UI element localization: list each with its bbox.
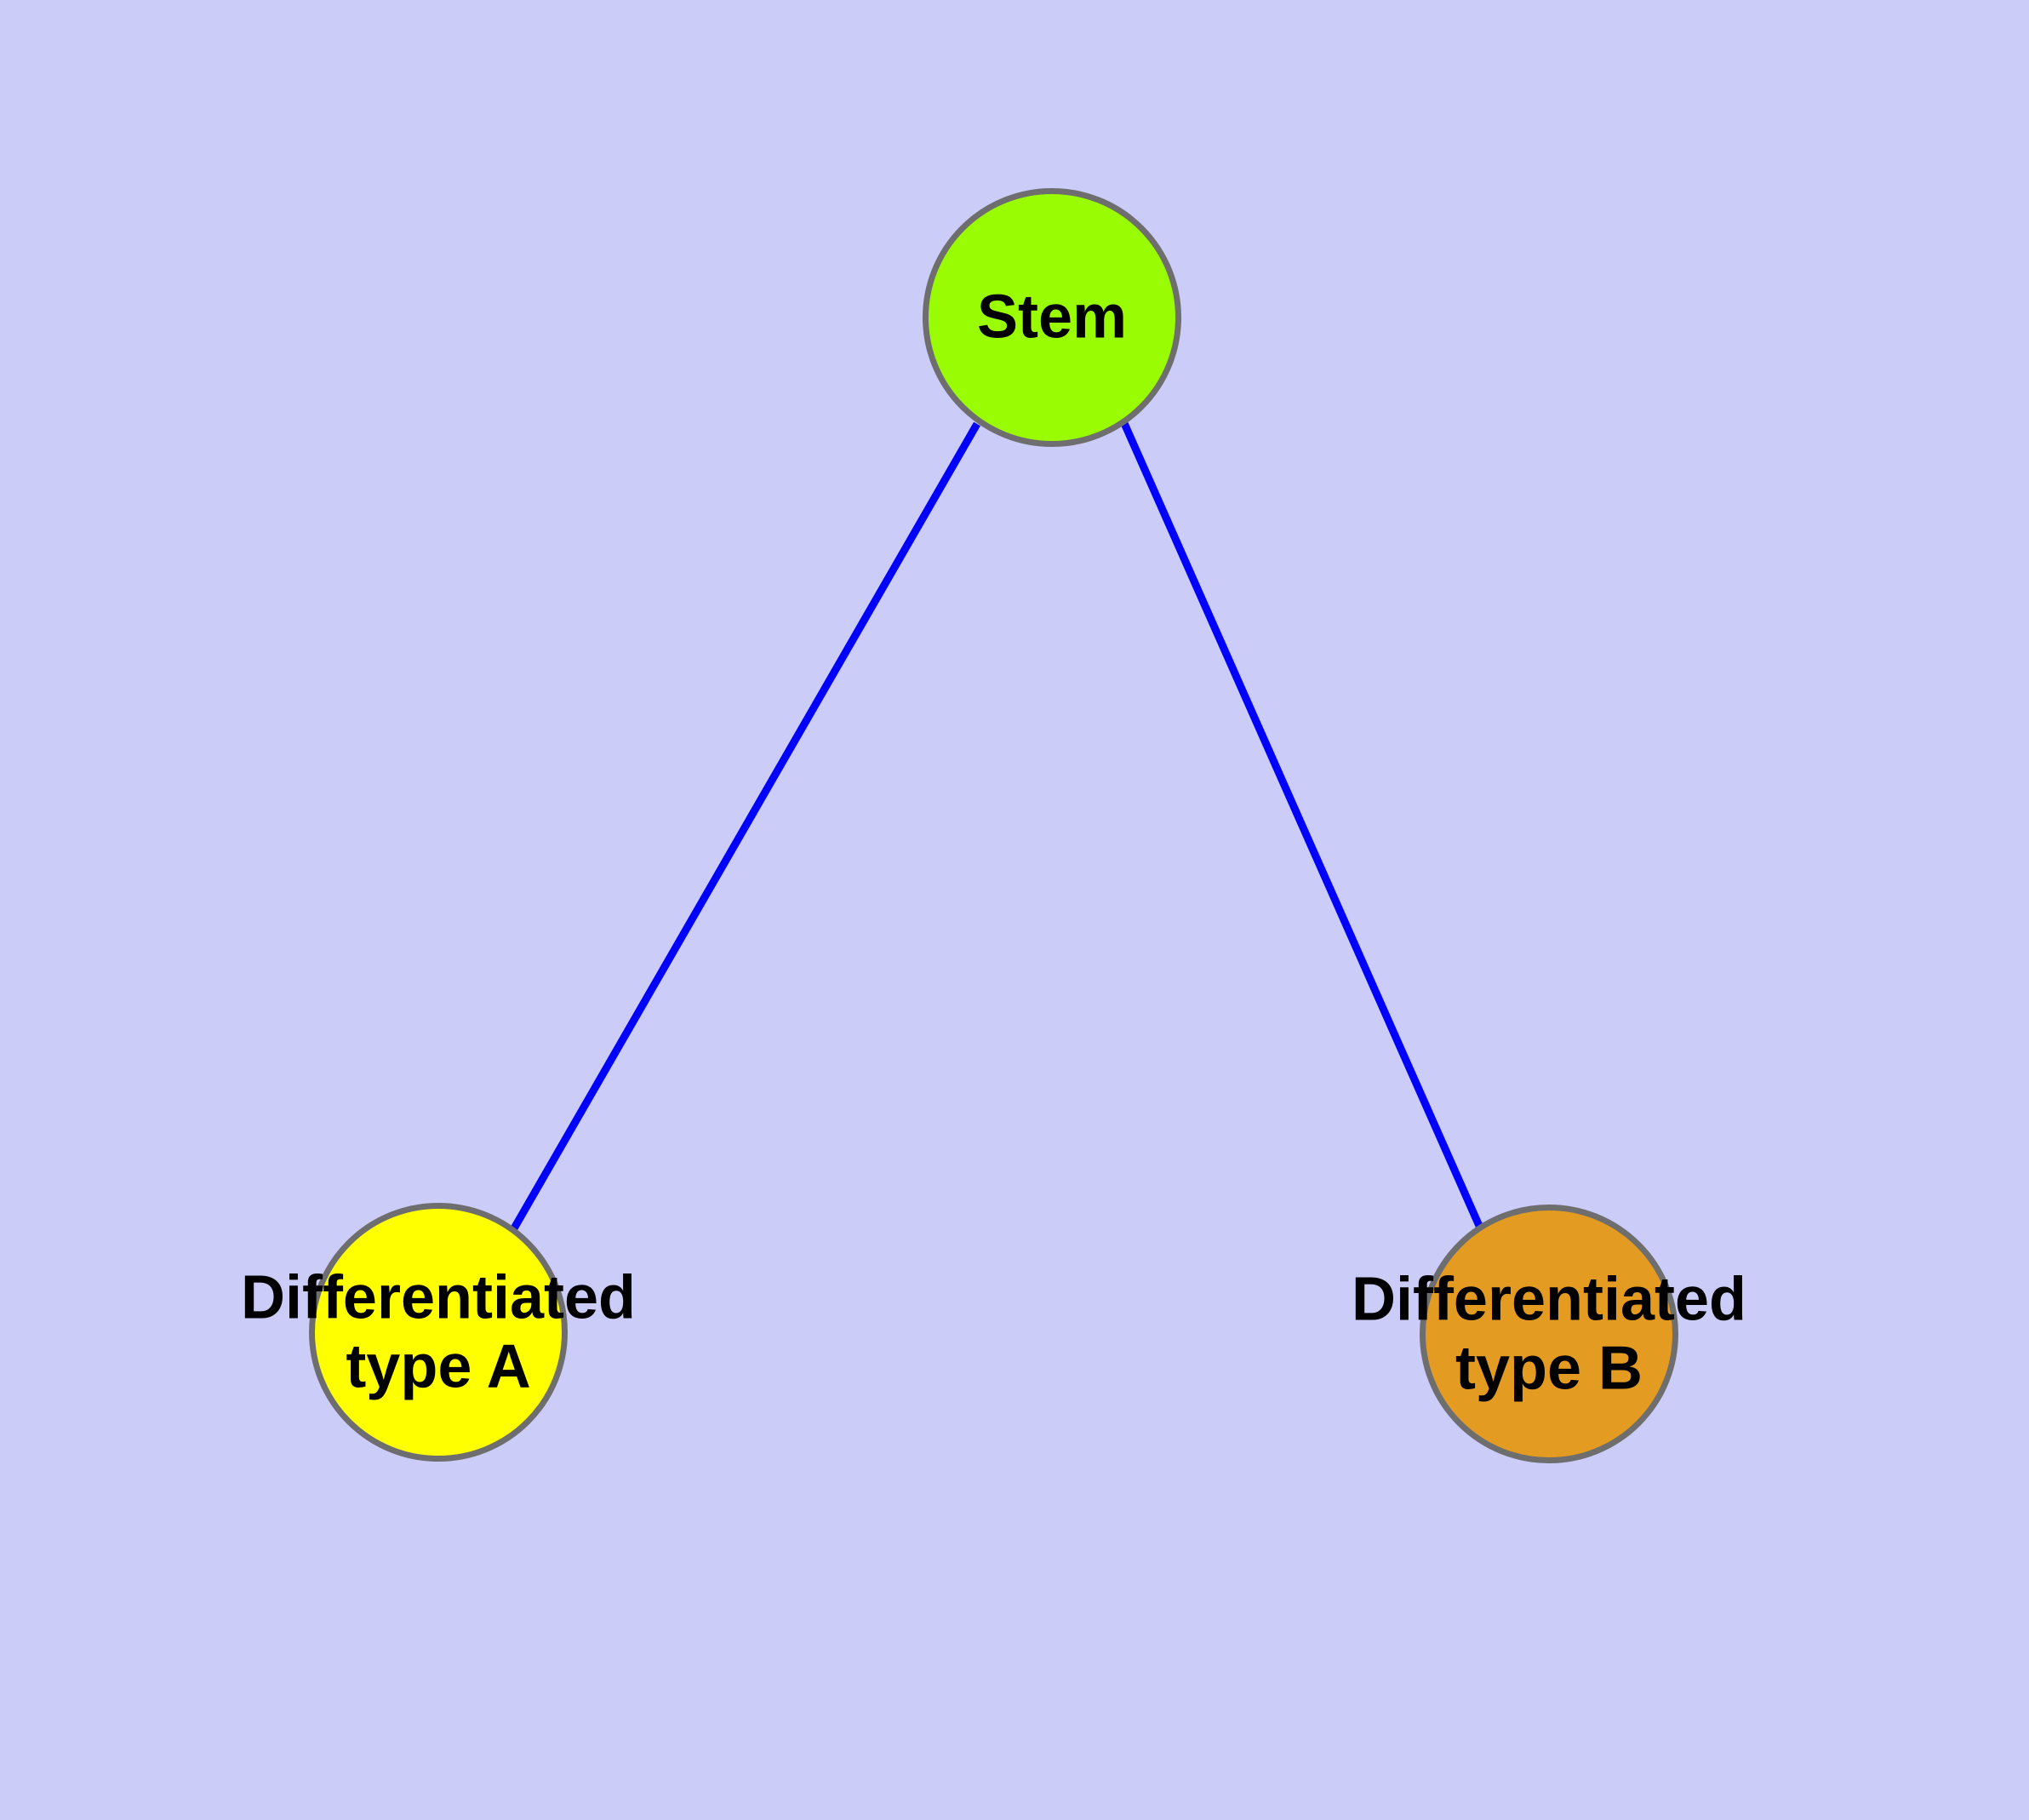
edge-stem-to-type-a[interactable]: [511, 421, 980, 1231]
node-stem-label: Stem: [976, 283, 1128, 352]
node-stem[interactable]: Stem: [923, 188, 1181, 447]
edge-stem-to-type-b[interactable]: [1119, 420, 1483, 1228]
node-differentiated-type-b[interactable]: Differentiated type B: [1352, 1205, 1746, 1463]
node-differentiated-type-a[interactable]: Differentiated type A: [241, 1203, 636, 1462]
